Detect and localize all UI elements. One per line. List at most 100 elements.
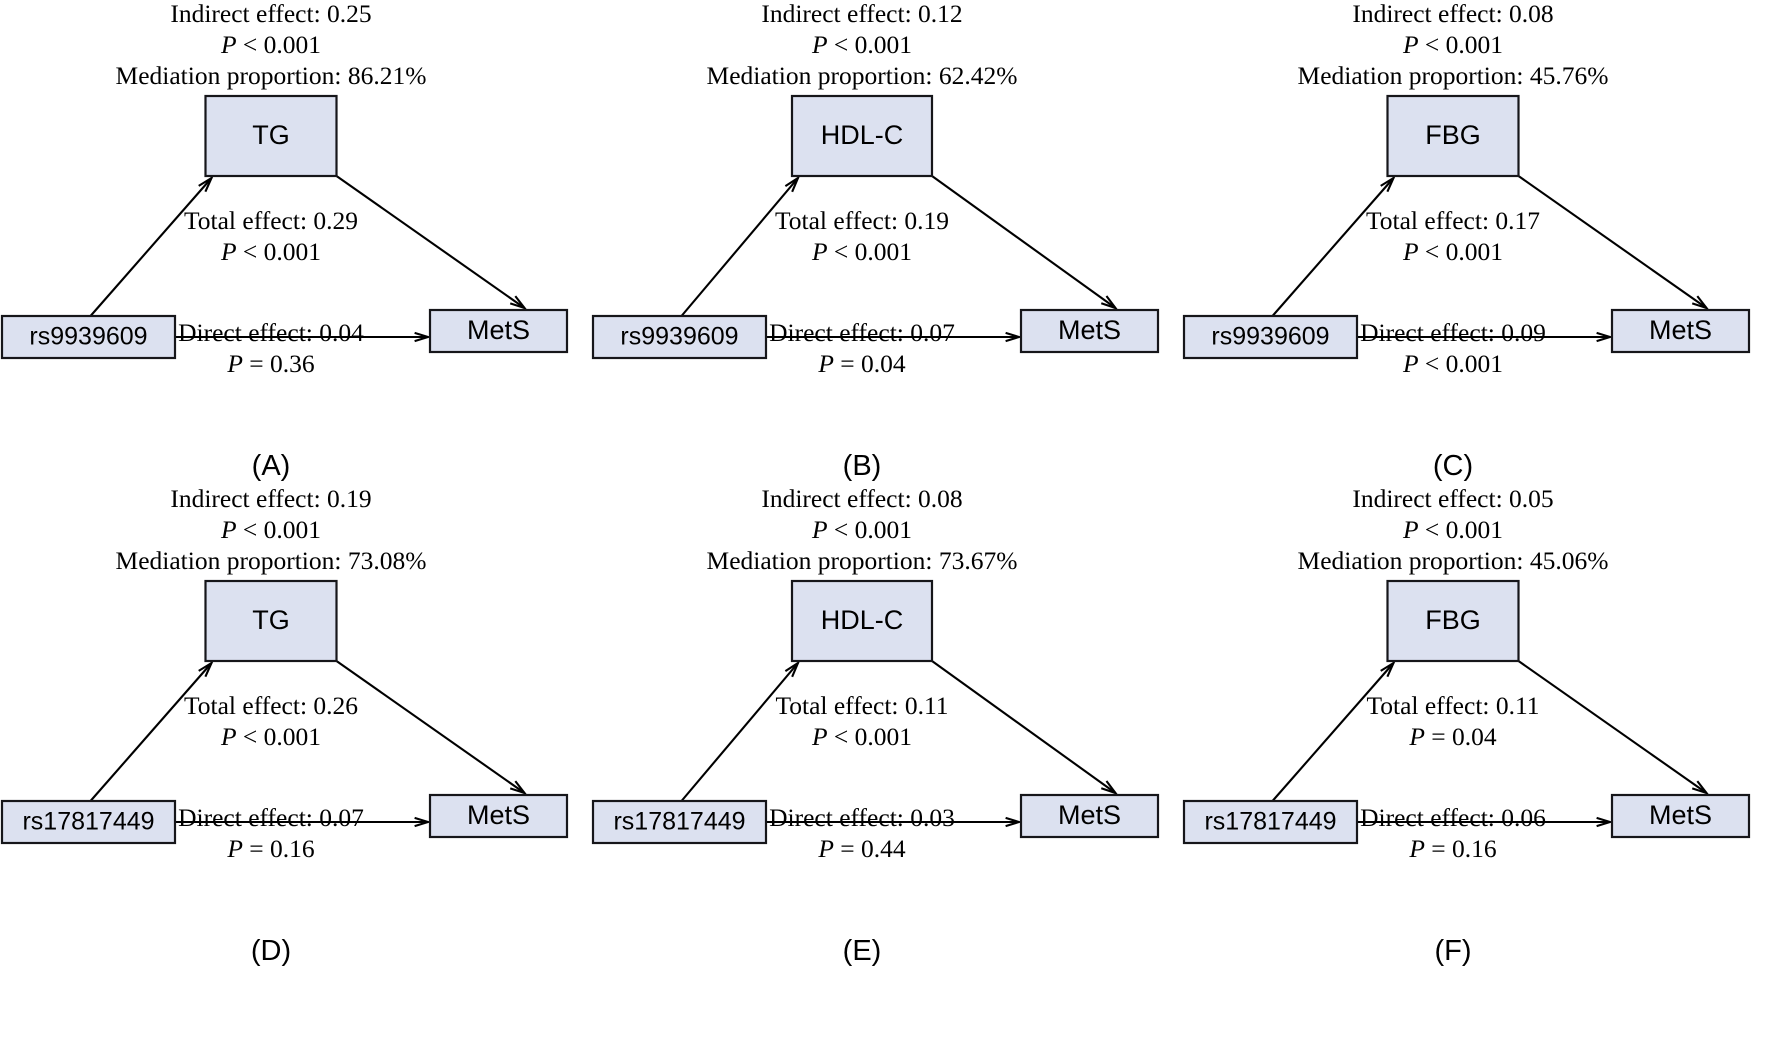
edge-exposure-to-mediator — [1271, 662, 1395, 802]
edge-exposure-to-mediator — [680, 662, 799, 802]
edge-exposure-to-mediator — [1271, 177, 1395, 317]
arrow-head — [198, 660, 214, 678]
total-effect-label: Total effect: 0.29 — [184, 206, 358, 235]
arrow-head — [1691, 295, 1710, 311]
mediator-box[interactable] — [204, 579, 338, 663]
total-effect-label: Total effect: 0.17 — [1366, 206, 1540, 235]
mediation-proportion-label: Mediation proportion: 45.76% — [1298, 61, 1609, 90]
total-p-value: P < 0.001 — [811, 237, 912, 266]
mediator-box[interactable] — [790, 94, 934, 178]
mediator-label: HDL-C — [821, 120, 904, 150]
exposure-box[interactable] — [591, 799, 768, 845]
direct-p-value: P = 0.04 — [817, 349, 906, 378]
total-effect-label: Total effect: 0.26 — [184, 691, 358, 720]
mediation-proportion-label: Mediation proportion: 86.21% — [116, 61, 427, 90]
outcome-box[interactable] — [428, 308, 569, 354]
edge-exposure-to-mediator — [89, 177, 213, 317]
exposure-label: rs9939609 — [29, 323, 147, 351]
arrow-head — [1380, 660, 1396, 678]
indirect-p-value: P < 0.001 — [1402, 30, 1503, 59]
direct-p-value: P = 0.16 — [1408, 834, 1496, 863]
arrow-head — [1691, 780, 1710, 796]
outcome-box[interactable] — [1610, 793, 1751, 839]
total-effect-label: Total effect: 0.11 — [1366, 691, 1539, 720]
panel-letter: (E) — [843, 935, 882, 967]
arrow-head — [1100, 780, 1119, 796]
indirect-p-value: P < 0.001 — [811, 515, 912, 544]
panel-letter: (B) — [843, 450, 882, 482]
total-p-value: P < 0.001 — [220, 722, 321, 751]
arrow-head — [414, 331, 432, 343]
exposure-box[interactable] — [1182, 314, 1359, 360]
mediator-box[interactable] — [790, 579, 934, 663]
outcome-label: MetS — [1058, 800, 1121, 830]
direct-effect-label: Direct effect: 0.03 — [769, 803, 955, 832]
total-p-value: P = 0.04 — [1408, 722, 1497, 751]
edge-mediator-to-outcome — [335, 175, 526, 309]
mediation-proportion-label: Mediation proportion: 62.42% — [707, 61, 1018, 90]
outcome-label: MetS — [467, 315, 530, 345]
mediator-box[interactable] — [204, 94, 338, 178]
edge-mediator-to-outcome — [931, 175, 1117, 309]
panel-letter: (F) — [1434, 935, 1471, 967]
direct-p-value: P = 0.36 — [226, 349, 314, 378]
direct-p-value: P = 0.16 — [226, 834, 314, 863]
outcome-box[interactable] — [1019, 793, 1160, 839]
edge-mediator-to-outcome — [1517, 175, 1708, 309]
exposure-box[interactable] — [591, 314, 768, 360]
mediator-box[interactable] — [1386, 94, 1520, 178]
total-p-value: P < 0.001 — [811, 722, 912, 751]
indirect-effect-label: Indirect effect: 0.19 — [170, 484, 371, 513]
total-p-value: P < 0.001 — [1402, 237, 1503, 266]
outcome-box[interactable] — [1610, 308, 1751, 354]
direct-p-value: P < 0.001 — [1402, 349, 1503, 378]
indirect-effect-label: Indirect effect: 0.12 — [761, 0, 962, 28]
mediator-label: HDL-C — [821, 605, 904, 635]
exposure-label: rs9939609 — [620, 323, 738, 351]
exposure-box[interactable] — [0, 314, 177, 360]
arrow-head — [509, 780, 528, 796]
indirect-effect-label: Indirect effect: 0.08 — [1352, 0, 1553, 28]
edge-exposure-to-mediator — [89, 662, 213, 802]
indirect-effect-label: Indirect effect: 0.05 — [1352, 484, 1553, 513]
arrow-head — [1005, 816, 1023, 828]
arrow-head — [784, 660, 801, 678]
outcome-box[interactable] — [1019, 308, 1160, 354]
arrow-head — [1380, 175, 1396, 193]
edge-mediator-to-outcome — [335, 660, 526, 794]
exposure-box[interactable] — [1182, 799, 1359, 845]
mediator-box[interactable] — [1386, 579, 1520, 663]
outcome-box[interactable] — [428, 793, 569, 839]
indirect-p-value: P < 0.001 — [1402, 515, 1503, 544]
arrow-head — [1005, 331, 1023, 343]
arrow-head — [1596, 331, 1614, 343]
arrow-head — [1100, 295, 1119, 311]
panel-letter: (A) — [252, 450, 291, 482]
exposure-box[interactable] — [0, 799, 177, 845]
indirect-effect-label: Indirect effect: 0.25 — [170, 0, 371, 28]
total-effect-label: Total effect: 0.19 — [775, 206, 949, 235]
arrow-head — [414, 816, 432, 828]
indirect-p-value: P < 0.001 — [220, 30, 321, 59]
total-p-value: P < 0.001 — [220, 237, 321, 266]
direct-effect-label: Direct effect: 0.04 — [178, 318, 364, 347]
mediator-label: FBG — [1425, 605, 1481, 635]
indirect-p-value: P < 0.001 — [811, 30, 912, 59]
outcome-label: MetS — [1649, 800, 1712, 830]
indirect-effect-label: Indirect effect: 0.08 — [761, 484, 962, 513]
exposure-label: rs17817449 — [613, 808, 745, 836]
direct-effect-label: Direct effect: 0.07 — [178, 803, 364, 832]
mediation-proportion-label: Mediation proportion: 73.67% — [707, 546, 1018, 575]
exposure-label: rs9939609 — [1211, 323, 1329, 351]
edge-mediator-to-outcome — [931, 660, 1117, 794]
edge-mediator-to-outcome — [1517, 660, 1708, 794]
direct-effect-label: Direct effect: 0.09 — [1360, 318, 1546, 347]
arrow-head — [198, 175, 214, 193]
mediation-panel-e: HDL-C rs17817449 MetS Indirect effect: 0.08… — [591, 484, 1181, 990]
